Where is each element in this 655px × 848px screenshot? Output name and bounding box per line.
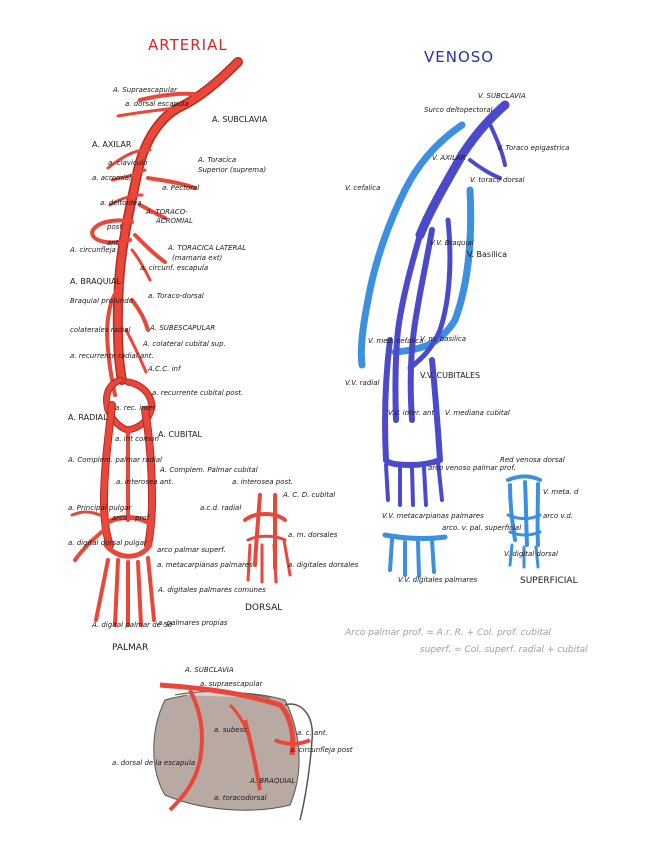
venous-tree xyxy=(357,100,510,578)
label-cubital: A. CUBITAL xyxy=(158,430,202,439)
label-subclavia-2: A. SUBCLAVIA xyxy=(184,666,234,674)
label-axilar: A. AXILAR xyxy=(92,140,132,149)
label-circunfleja-post: a. circunfleja post xyxy=(290,746,353,754)
label-vv-metacarpianas-palmares: V.V. metacarpianas palmares xyxy=(382,512,484,520)
label-arco-palmar-superf: arco palmar superf. xyxy=(157,546,226,554)
label-arco: arco xyxy=(112,514,127,522)
label-acromial: a. acromial xyxy=(92,174,131,182)
note-line-1: Arco palmar prof. = A.r. R. + Col. prof.… xyxy=(344,628,552,638)
label-acc-inf: A.C.C. inf xyxy=(147,365,182,373)
label-toracica-superior: A. Toracica xyxy=(197,156,236,164)
label-v-meta-d: V. meta. d xyxy=(543,488,579,496)
label-subclavia: A. SUBCLAVIA xyxy=(212,115,268,124)
label-v-basilica: V. Basilica xyxy=(467,250,507,259)
label-acd-radial: a.c.d. radial xyxy=(200,504,241,512)
label-rec-inter: a. rec. inter. xyxy=(115,404,157,412)
label-toracica-lateral-2: (mamaria ext) xyxy=(172,254,222,262)
label-pectoral: a. Pectoral xyxy=(162,184,199,192)
label-surco-deltopectoral: Surco deltopectoral xyxy=(424,106,493,114)
label-v-toraco-dorsal: V. toraco dorsal xyxy=(470,176,525,184)
label-metacarpianas-palmares: a. metacarpianas palmares xyxy=(157,561,253,569)
label-v-toraco-epigastrica: V. Toraco epigastrica xyxy=(497,144,569,152)
arterial-tree xyxy=(70,57,243,627)
label-v-m-basilica: V. m. basilica xyxy=(420,335,466,343)
label-digital-palmar: A. digital palmar de 5d xyxy=(91,621,173,629)
label-arco-v-pal-superficial: arco. v. pal. superficial xyxy=(442,524,521,532)
label-colaterales-radial: colaterales radial xyxy=(70,326,131,334)
label-supraescapular: A. Supraescapular xyxy=(112,86,178,94)
label-m-dorsales: a. m. dorsales xyxy=(288,531,338,539)
label-supraescapular-2: a. supraescapular xyxy=(200,680,264,688)
arterial-header: ARTERIAL xyxy=(148,36,228,54)
label-v-cefalica: V. cefalica xyxy=(345,184,380,192)
label-dorsal: DORSAL xyxy=(245,603,282,613)
label-braquial-2: A. BRAQUIAL xyxy=(249,777,295,785)
label-palmar: PALMAR xyxy=(112,643,148,653)
label-vv-radial: V.V. radial xyxy=(345,379,379,387)
label-toraco-acromial: A. TORACO- xyxy=(145,208,188,216)
dorsal-venous-network xyxy=(506,474,542,569)
label-principal-pulgar: a. Principal pulgar xyxy=(68,504,132,512)
label-red-venosa-dorsal: Red venosa dorsal xyxy=(500,456,565,464)
label-circunfleja: A. circunfleja xyxy=(69,246,116,254)
label-toracica-lateral: A. TORACICA LATERAL xyxy=(167,244,246,252)
label-post: post xyxy=(106,223,122,231)
label-digitales-dorsales-pulgar: a. digital dorsal pulgar xyxy=(68,539,148,547)
scapula-diagram xyxy=(153,682,314,821)
label-v-subclavia: V. SUBCLAVIA xyxy=(478,92,526,100)
label-recurrente-cubital-post: a. recurrente cubital post. xyxy=(152,389,243,397)
label-recurrente-radial-ant: a. recurrente radial ant. xyxy=(70,352,154,360)
label-interosea-post: a. interosea post. xyxy=(232,478,293,486)
label-toracodorsal-2: a. toracodorsal xyxy=(214,794,267,802)
label-complementaria-palmar-radial: A. Complem. palmar radial xyxy=(67,456,162,464)
label-claviculo: a. claviculo xyxy=(108,159,147,167)
label-c-ant: a. c. ant. xyxy=(297,729,328,737)
label-vv-braquiales: V.V. Braquial xyxy=(430,239,474,247)
label-radial: A. RADIAL xyxy=(68,413,108,422)
label-interosea-ant: a. interosea ant. xyxy=(116,478,174,486)
dorsal-hand-arteries xyxy=(243,493,292,584)
label-subescapular: A. SUBESCAPULAR xyxy=(149,324,215,332)
label-toraco-acromial-2: ACROMIAL xyxy=(155,217,193,225)
label-vv-digitales-palmares: V.V. digitales palmares xyxy=(398,576,478,584)
label-ant: ant xyxy=(107,239,119,247)
label-arco-venoso-palmar-prof: arco venoso palmar prof. xyxy=(428,464,516,472)
label-colateral-cubital-sup: A. colateral cubital sup. xyxy=(142,340,226,348)
label-arco-v-d: arco v.d. xyxy=(543,512,573,520)
arterial-labels: A. Supraescapular a. dorsal escapula A. … xyxy=(67,86,358,802)
label-acd-cubital: A. C. D. cubital xyxy=(282,491,335,499)
label-circunflejas-escapula: a. circunf. escapula xyxy=(140,264,208,272)
label-v-interosea-ant: V.V. inter. ant xyxy=(388,409,434,417)
label-toraco-dorsal: a. Toraco-dorsal xyxy=(148,292,204,300)
label-complementaria-palmar-cubital: A. Complem. Palmar cubital xyxy=(159,466,258,474)
label-braquial-profundo: Braquial profundo xyxy=(70,297,133,305)
label-deltoidea: a. deltoidea xyxy=(100,199,141,207)
label-dorsal-escapula: a. dorsal escapula xyxy=(125,100,189,108)
label-digitales-palmares-comunes: A. digitales palmares comunes xyxy=(157,586,266,594)
venoso-header: VENOSO xyxy=(424,48,494,66)
label-v-mediana-cubital: V. mediana cubital xyxy=(445,409,510,417)
pencil-notes: Arco palmar prof. = A.r. R. + Col. prof.… xyxy=(344,628,588,655)
label-subescapular-2: a. subesc. xyxy=(214,726,249,734)
label-v-digital-dorsal: V. digital dorsal xyxy=(504,550,558,558)
label-palmares-propias: a. palmares propias xyxy=(158,619,228,627)
label-braquial: A. BRAQUIAL xyxy=(70,277,121,286)
note-line-2: superf. = Col. superf. radial + cubital xyxy=(420,645,588,655)
label-prof: prof xyxy=(134,514,151,522)
label-digitales-dorsales: a. digitales dorsales xyxy=(288,561,358,569)
label-dorsal-escapula-2: a. dorsal de la escapula xyxy=(112,759,195,767)
label-toracica-superior-2: Superior (suprema) xyxy=(198,166,266,174)
label-int-comun: a. int comun xyxy=(115,435,159,443)
venous-labels: V. SUBCLAVIA Surco deltopectoral V. AXIL… xyxy=(345,92,579,586)
label-v-axilar: V. AXILAR xyxy=(432,154,466,162)
label-superficial: SUPERFICIAL xyxy=(520,576,578,586)
label-v-med-cefalica: V. med. cefalica xyxy=(368,337,423,345)
label-vv-cubitales: V.V. CUBITALES xyxy=(420,371,480,380)
